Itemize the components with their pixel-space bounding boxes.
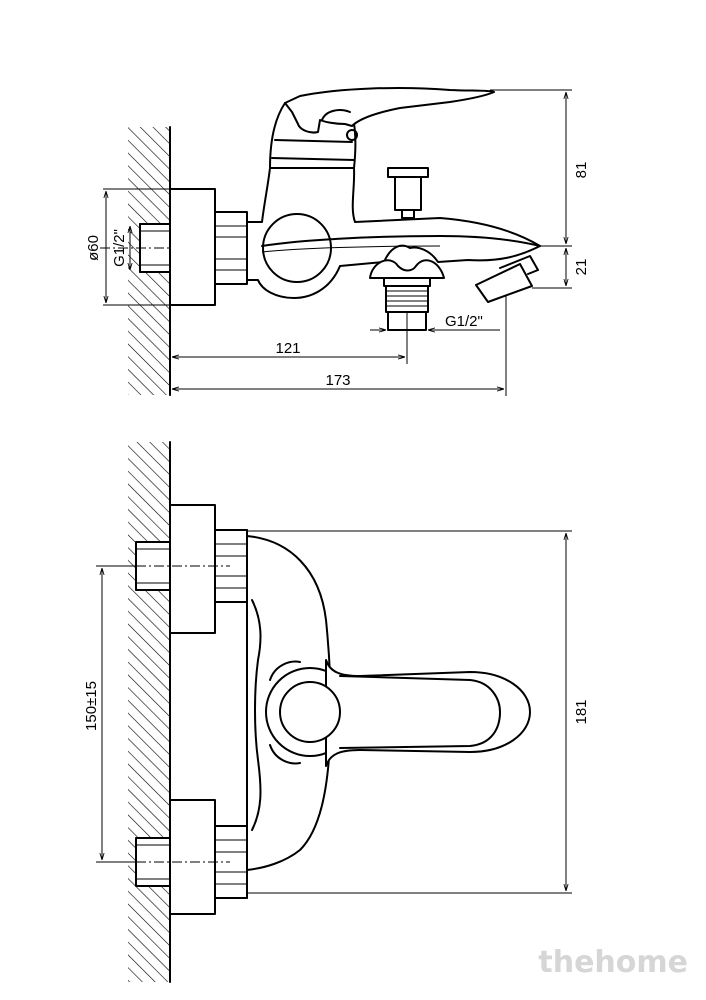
dim-length-short-label: 121 [275,340,300,357]
dim-thread-outlet: G1/2" [370,313,500,330]
lever-side [284,87,495,134]
dim-lengths: 121 173 [169,296,507,396]
dim-length-long-label: 173 [325,372,350,389]
side-view: ø60 G1/2" 81 21 G1/2" [85,87,590,396]
dim-heights: 81 21 [490,89,590,289]
diverter-knob-side [387,167,429,219]
dim-spacing: 150±15 [83,565,230,863]
lower-inlet-top [135,799,248,915]
dim-thread-inlet: G1/2" [111,226,130,270]
dim-width: 181 [247,530,590,894]
spout-outlet-side [475,263,533,303]
dim-thread-outlet-label: G1/2" [445,313,483,330]
watermark: thehome [538,945,688,980]
wall-hatch-top [128,442,170,982]
dim-thread-inlet-label: G1/2" [111,229,128,267]
dim-height-bottom-label: 21 [573,259,590,276]
dim-diameter: ø60 [85,188,170,306]
dim-spacing-label: 150±15 [83,681,100,731]
mixer-body-side [246,167,541,299]
hex-nut-side [214,211,248,285]
upper-inlet-top [135,504,248,634]
dim-diameter-label: ø60 [85,235,102,261]
dim-width-label: 181 [573,699,590,724]
escutcheon-side [169,188,216,306]
top-view: 150±15 181 [83,441,590,983]
dim-height-top-label: 81 [573,162,590,179]
